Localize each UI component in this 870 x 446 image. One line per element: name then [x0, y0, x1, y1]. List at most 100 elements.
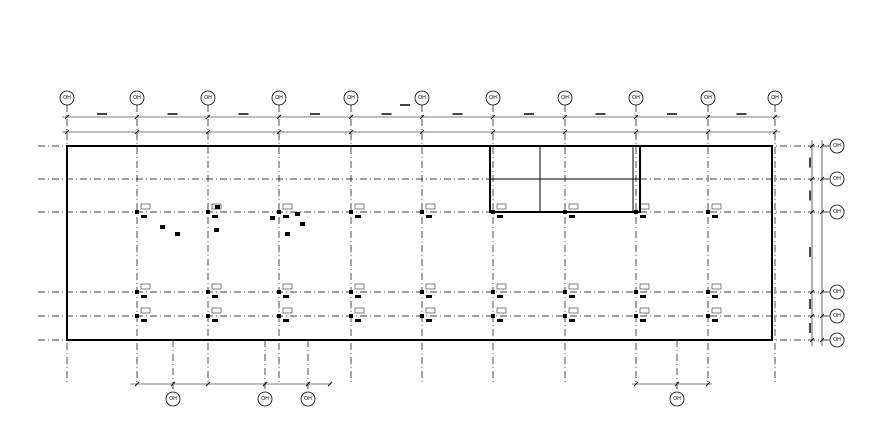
column [491, 314, 495, 318]
column-tag [496, 283, 507, 290]
column [634, 290, 638, 294]
dimension-tick [819, 337, 825, 343]
footing-mark [426, 215, 432, 218]
dimension-tick [819, 289, 825, 295]
footing-detail [214, 228, 219, 232]
column-tag [282, 307, 293, 314]
footing-mark [569, 215, 575, 218]
dimension-value [809, 323, 811, 333]
axis-bubble-label: OH [275, 95, 283, 101]
axis-bubble-label: OH [63, 95, 71, 101]
column [634, 210, 638, 214]
column-tag [568, 203, 579, 210]
dimension-tick [705, 381, 711, 387]
footing-detail [160, 225, 165, 229]
dimension-value [167, 113, 178, 115]
column-tag [639, 307, 650, 314]
footing-mark [212, 215, 218, 218]
building-outline [66, 145, 773, 341]
column [706, 210, 710, 214]
axis-bubble-label: OH [833, 337, 841, 343]
axis-bubble [200, 90, 216, 106]
dimension-value [238, 113, 249, 115]
column [277, 210, 281, 214]
dimension-tick [819, 313, 825, 319]
axis-bubble-label: OH [833, 289, 841, 295]
column-tag [568, 307, 579, 314]
dimension-tick [170, 381, 176, 387]
axis-bubble-label: OH [261, 396, 269, 402]
dimension-tick [205, 381, 211, 387]
dimension-tick [64, 129, 70, 135]
column [563, 314, 567, 318]
column-tag [425, 307, 436, 314]
axis-bubble [257, 391, 273, 407]
axis-bubble-label: OH [418, 95, 426, 101]
axis-bubble [271, 90, 287, 106]
axis-bubble [767, 90, 783, 106]
footing-mark [355, 215, 361, 218]
dimension-tick [490, 129, 496, 135]
dimension-tick [276, 129, 282, 135]
dimension-tick [809, 176, 815, 182]
dimension-value [595, 113, 606, 115]
column-tag [140, 203, 151, 210]
footing-mark [426, 295, 432, 298]
column-tag [140, 307, 151, 314]
column [206, 314, 210, 318]
column [563, 210, 567, 214]
axis-bubble [700, 90, 716, 106]
dimension-value [809, 190, 811, 201]
footing-mark [212, 295, 218, 298]
column-tag [496, 203, 507, 210]
axis-bubble [669, 391, 685, 407]
axis-bubble [829, 204, 845, 220]
dimension-tick [705, 114, 711, 120]
footing-mark [355, 319, 361, 322]
footing-mark [497, 319, 503, 322]
axis-bubble-label: OH [833, 209, 841, 215]
dimension-value [400, 104, 410, 106]
column-tag [211, 307, 222, 314]
dimension-value [736, 113, 747, 115]
footing-detail [295, 212, 300, 216]
column-tag [354, 283, 365, 290]
dimension-tick [205, 129, 211, 135]
column-tag [354, 307, 365, 314]
footing-mark [141, 215, 147, 218]
dimension-tick [262, 381, 268, 387]
column [349, 290, 353, 294]
footing-mark [640, 295, 646, 298]
dimension-tick [305, 381, 311, 387]
dimension-tick [276, 114, 282, 120]
dimension-value [452, 113, 463, 115]
exterior-wall-outline [66, 145, 773, 341]
dimension-tick [134, 381, 140, 387]
column [349, 314, 353, 318]
axis-bubble-label: OH [204, 95, 212, 101]
column [420, 290, 424, 294]
axis-bubble-label: OH [833, 176, 841, 182]
axis-bubble [557, 90, 573, 106]
dimension-value [524, 113, 534, 115]
dimension-tick [327, 381, 333, 387]
column [135, 314, 139, 318]
column [206, 210, 210, 214]
dimension-tick [562, 129, 568, 135]
footing-detail [175, 232, 180, 236]
dimension-tick [134, 129, 140, 135]
dimension-tick [134, 114, 140, 120]
footing-mark [283, 295, 289, 298]
dimension-tick [633, 114, 639, 120]
axis-bubble-label: OH [304, 396, 312, 402]
footing-mark [212, 319, 218, 322]
dimension-tick [809, 143, 815, 149]
axis-bubble-label: OH [704, 95, 712, 101]
dimension-value [809, 247, 811, 257]
dimension-tick [633, 381, 639, 387]
dimension-tick [819, 209, 825, 215]
footing-mark [426, 319, 432, 322]
axis-bubble-label: OH [833, 143, 841, 149]
